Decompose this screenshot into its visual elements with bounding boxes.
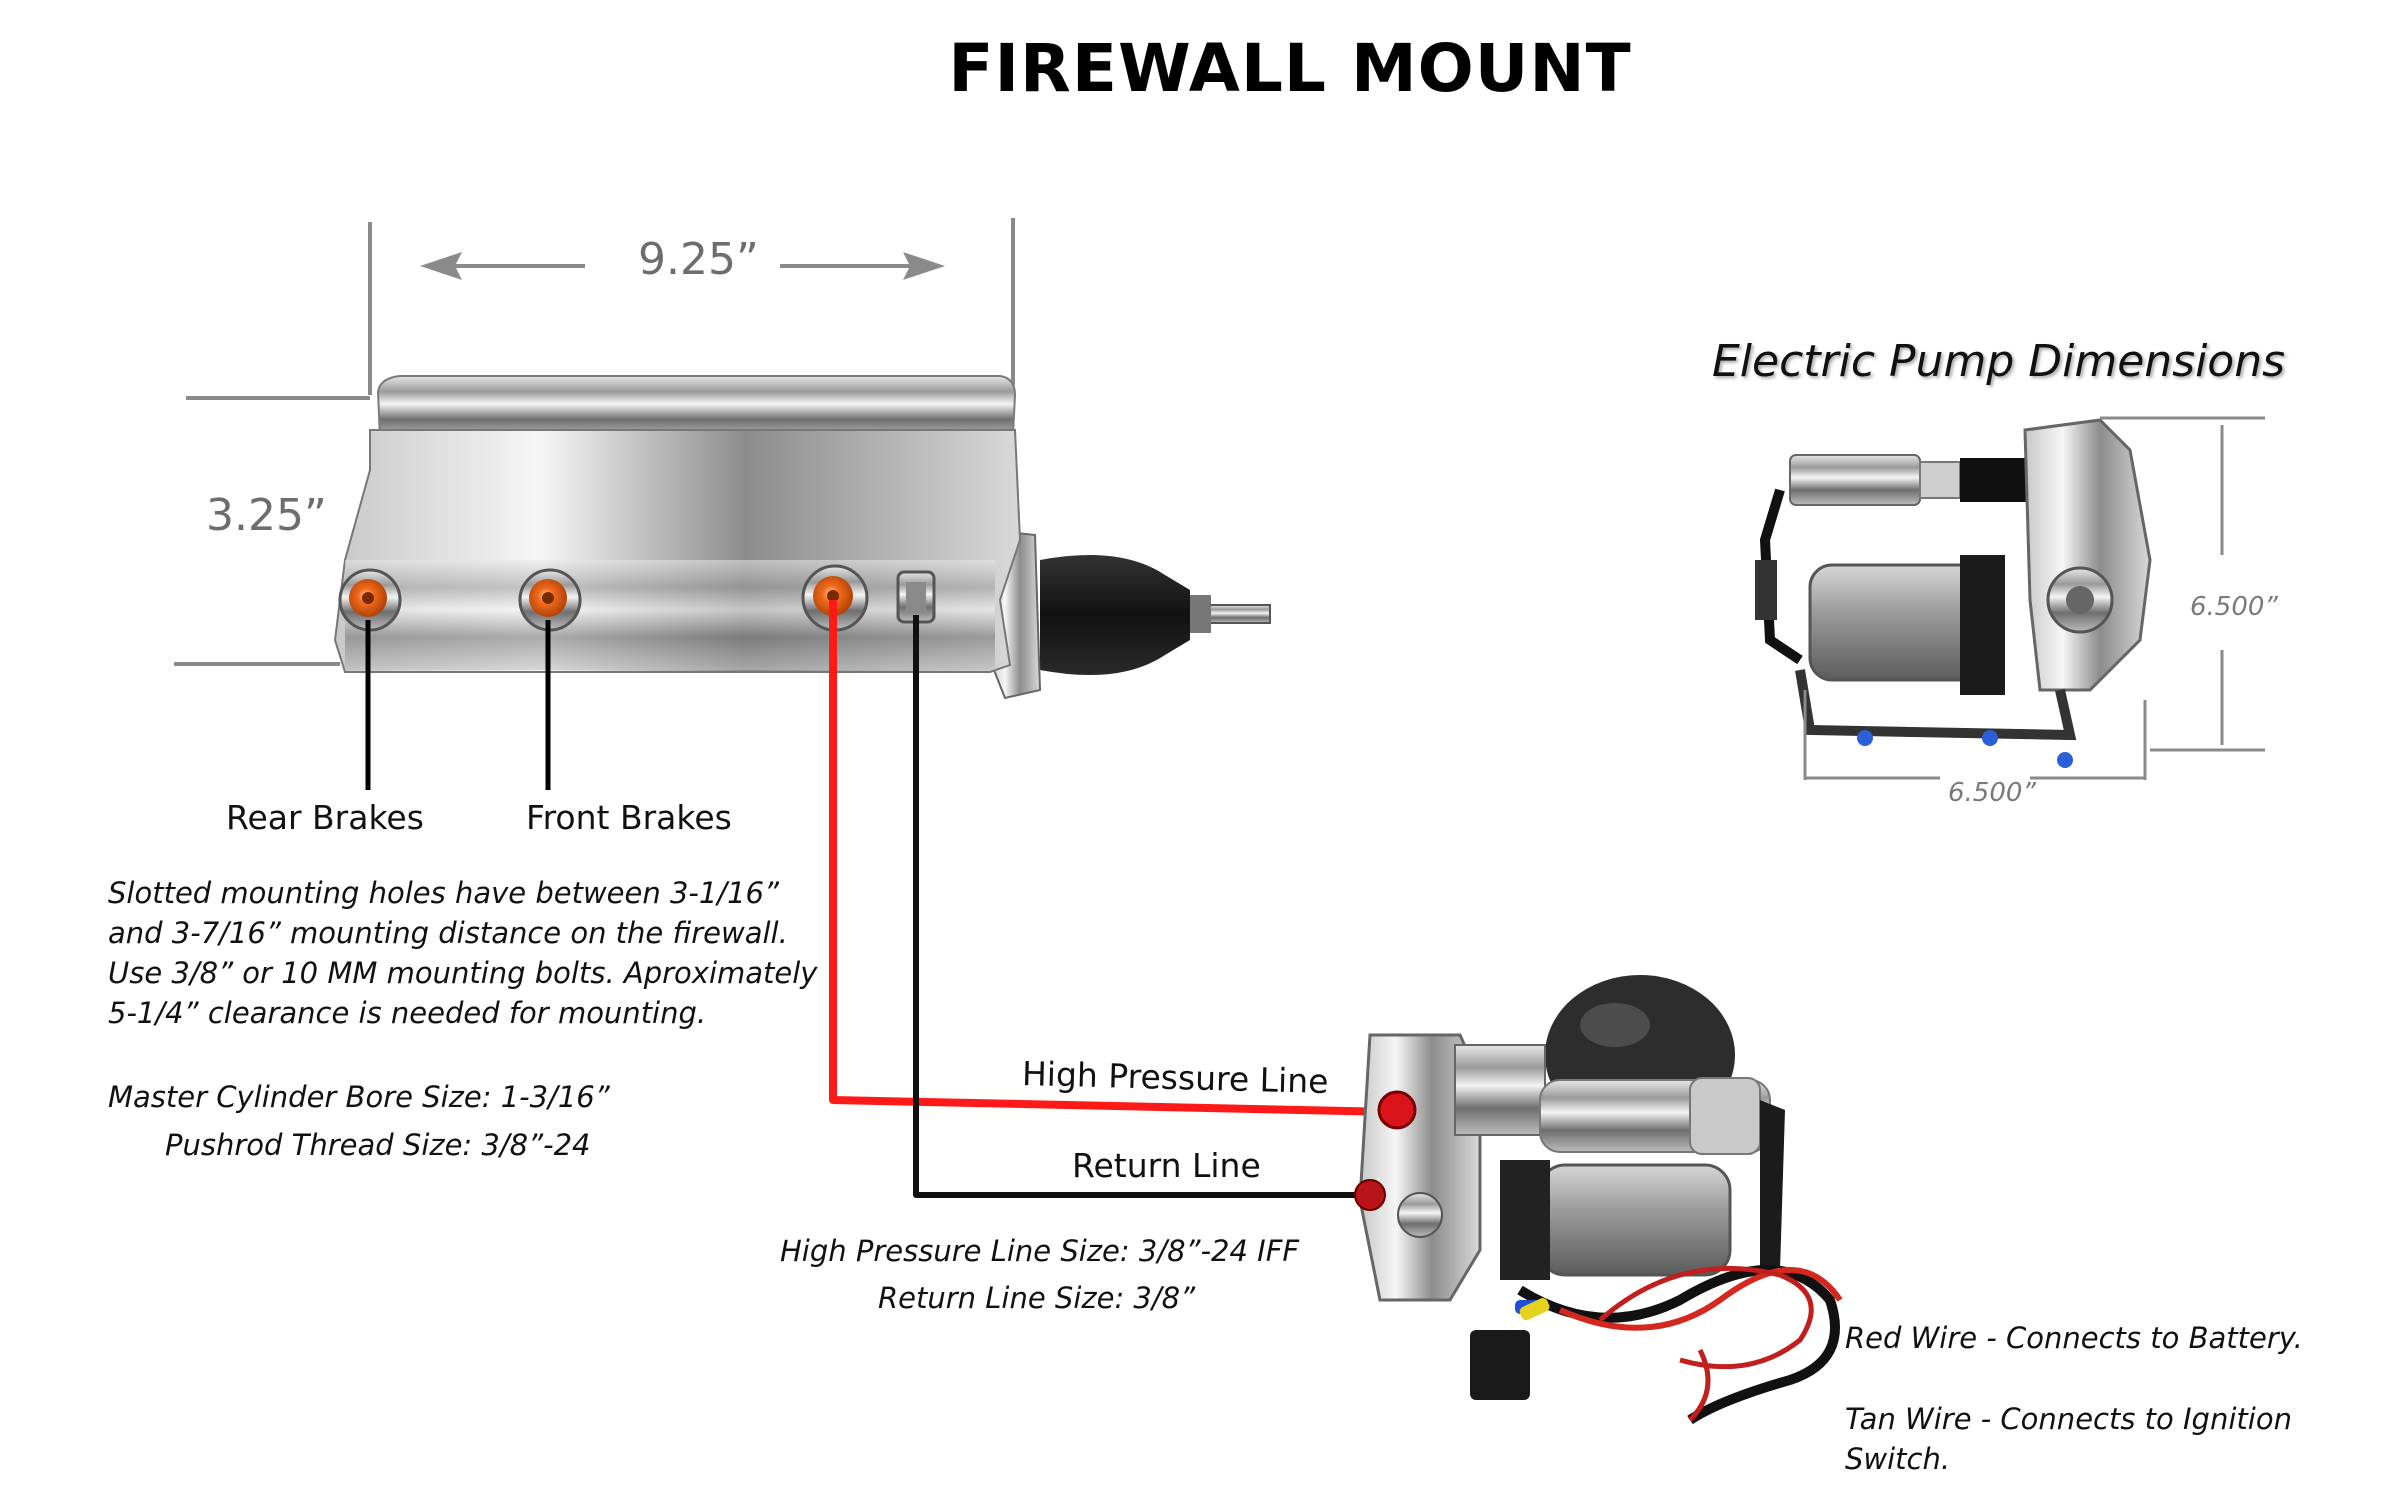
high-pressure-line [829,600,1396,1116]
mounting-notes: Slotted mounting holes have between 3-1/… [108,873,817,1033]
pump-width-label: 6.500” [1948,778,2036,808]
return-line [913,615,1362,1198]
bore-size-note: Master Cylinder Bore Size: 1-3/16” [108,1080,610,1114]
mounting-note-line: and 3-7/16” mounting distance on the fir… [108,916,788,950]
width-dimension [368,218,1015,395]
tan-wire-note: Tan Wire - Connects to Ignition Switch. [1845,1399,2292,1479]
front-brakes-label: Front Brakes [526,798,732,837]
height-dimension-label: 3.25” [206,490,327,541]
brake-leader-lines [365,620,551,790]
tan-wire-note-line: Tan Wire - Connects to Ignition [1845,1402,2292,1436]
pump-height-dimension [2100,416,2265,752]
pump-height-label: 6.500” [2190,592,2278,622]
mounting-note-line: 5-1/4” clearance is needed for mounting. [108,996,707,1030]
page-title: FIREWALL MOUNT [948,30,1632,107]
tan-wire-note-line: Switch. [1845,1442,1951,1476]
master-cylinder [333,375,1271,700]
rear-brake-port [338,568,402,632]
width-dimension-label: 9.25” [638,234,759,285]
return-line-label: Return Line [1072,1146,1261,1185]
return-port [896,570,936,624]
red-wire-note: Red Wire - Connects to Battery. [1845,1321,2303,1355]
high-pressure-line-size: High Pressure Line Size: 3/8”-24 IFF [780,1234,1300,1268]
rear-brakes-label: Rear Brakes [226,798,424,837]
pushrod-thread-note: Pushrod Thread Size: 3/8”-24 [165,1128,591,1162]
pump-dimensions-heading: Electric Pump Dimensions [1712,336,2286,387]
mounting-note-line: Slotted mounting holes have between 3-1/… [108,876,780,910]
return-line-size: Return Line Size: 3/8” [878,1281,1196,1315]
pump-width-dimension [1803,690,2147,780]
high-pressure-line-label: High Pressure Line [1021,1053,1329,1102]
electric-pump-main [1354,975,1843,1425]
height-dimension [174,396,370,666]
mounting-note-line: Use 3/8” or 10 MM mounting bolts. Aproxi… [108,956,818,990]
electric-pump-dimension-photo [1755,418,2152,768]
